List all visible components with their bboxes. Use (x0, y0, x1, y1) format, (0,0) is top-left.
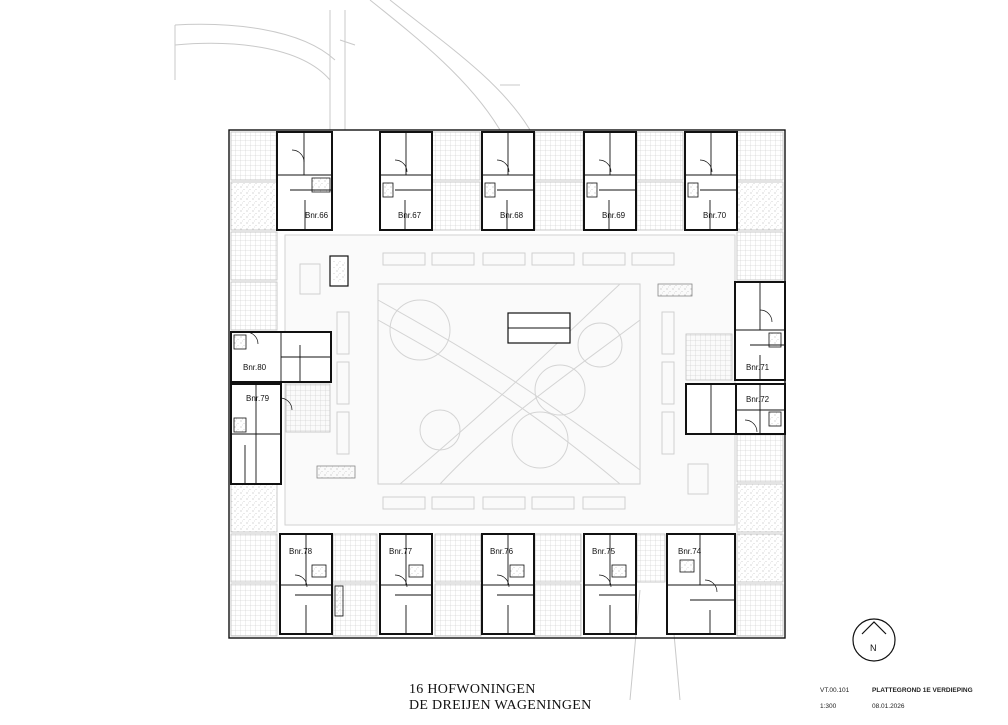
drawing-title-line1: 16 HOFWONINGEN (409, 682, 536, 697)
door-swings (245, 149, 773, 593)
drawing-scale: 1:300 (820, 703, 837, 710)
unit-label: Bnr.69 (602, 211, 626, 220)
sheet-title: PLATTEGROND 1E VERDIEPING (872, 687, 973, 694)
unit-label: Bnr.68 (500, 211, 524, 220)
unit-label: Bnr.66 (305, 211, 329, 220)
north-label: N (870, 643, 877, 653)
courtyard (284, 234, 736, 526)
unit-label: Bnr.78 (289, 547, 313, 556)
unit-label: Bnr.80 (243, 363, 267, 372)
unit-label: Bnr.76 (490, 547, 514, 556)
unit-labels: Bnr.66 Bnr.67 Bnr.68 Bnr.69 Bnr.70 Bnr.7… (243, 211, 770, 556)
drawing-number: VT.00.101 (820, 687, 850, 694)
unit-label: Bnr.74 (678, 547, 702, 556)
site-context (174, 0, 681, 701)
drawing-title-line2: DE DREIJEN WAGENINGEN (409, 698, 592, 713)
unit-label: Bnr.75 (592, 547, 616, 556)
unit-label: Bnr.72 (746, 395, 770, 404)
north-arrow: N (852, 618, 896, 662)
gardens (230, 131, 784, 637)
unit-label: Bnr.70 (703, 211, 727, 220)
unit-label: Bnr.77 (389, 547, 413, 556)
unit-label: Bnr.79 (246, 394, 270, 403)
unit-label: Bnr.71 (746, 363, 770, 372)
unit-label: Bnr.67 (398, 211, 422, 220)
drawing-date: 08.01.2026 (872, 703, 905, 710)
partitions (231, 132, 785, 634)
stairs (233, 177, 782, 617)
north-arrow-icon (852, 618, 896, 662)
